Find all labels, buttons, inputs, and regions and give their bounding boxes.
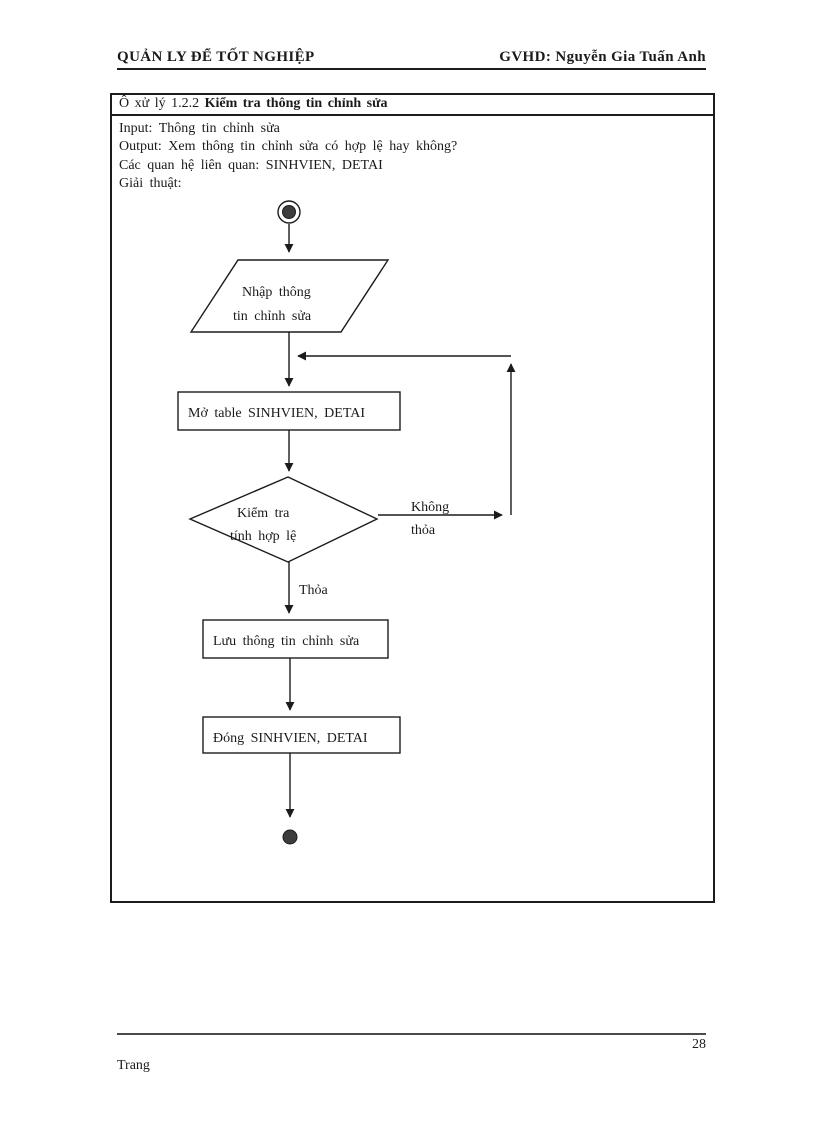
process-box: Ô xử lý 1.2.2 Kiểm tra thông tin chỉnh s… xyxy=(110,93,715,903)
page-header: QUẢN LY ĐỂ TỐT NGHIỆP GVHD: Nguyễn Gia T… xyxy=(117,49,706,70)
process-box-description: Input: Thông tin chỉnh sửa Output: Xem t… xyxy=(112,116,713,193)
output-line: Output: Xem thông tin chỉnh sửa có hợp l… xyxy=(119,139,458,155)
process-box-title: Ô xử lý 1.2.2 Kiểm tra thông tin chỉnh s… xyxy=(112,95,713,116)
footer-rule xyxy=(117,1033,706,1035)
header-right-gvhd: GVHD: Nguyễn Gia Tuấn Anh xyxy=(499,49,706,65)
input-line: Input: Thông tin chỉnh sửa xyxy=(119,121,280,136)
footer-trang-label: Trang xyxy=(117,1058,150,1073)
relations-line: Các quan hệ liên quan: SINHVIEN, DETAI xyxy=(119,157,383,173)
algorithm-line: Giải thuật: xyxy=(119,175,182,191)
page-number: 28 xyxy=(692,1037,706,1052)
process-box-title-prefix: Ô xử lý 1.2.2 xyxy=(119,96,205,111)
process-box-title-main: Kiểm tra thông tin chỉnh sửa xyxy=(204,96,388,111)
header-left-title: QUẢN LY ĐỂ TỐT NGHIỆP xyxy=(117,49,315,65)
